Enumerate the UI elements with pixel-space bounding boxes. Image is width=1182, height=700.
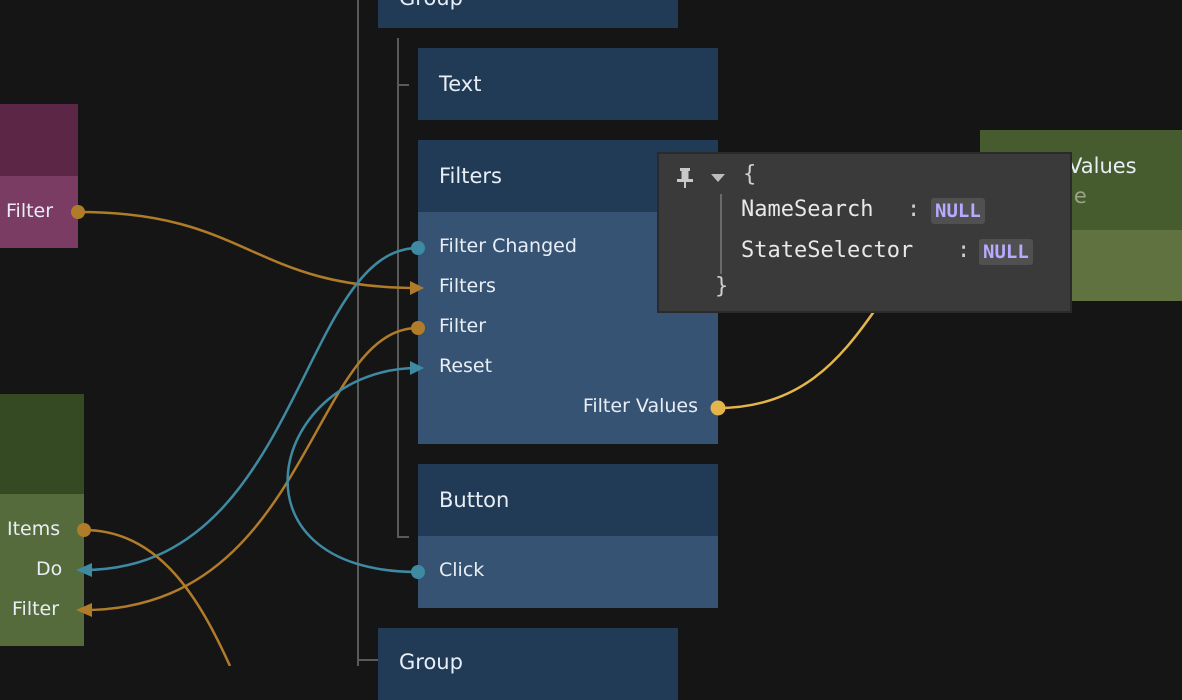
button-node-header: Button: [418, 464, 718, 536]
json-value-namesearch: NULL: [931, 198, 985, 224]
left-green-port-filter-label: Filter: [12, 598, 60, 620]
filters-node[interactable]: Filters Filter Changed Filters Filter Re…: [418, 140, 718, 444]
json-open-brace: {: [743, 162, 757, 187]
port-arrow-reset[interactable]: [410, 361, 424, 375]
button-node-title: Button: [439, 488, 510, 512]
json-value-stateselector: NULL: [979, 239, 1033, 265]
button-node-body: Click: [418, 536, 718, 608]
wire-filter-values-out[interactable]: [717, 309, 877, 410]
filters-port-reset-label: Reset: [439, 355, 493, 377]
value-inspector-popup[interactable]: { NameSearch : NULL StateSelector : NULL…: [657, 152, 1072, 313]
port-dot-filter-values[interactable]: [710, 400, 726, 416]
left-pink-node-body: [0, 176, 78, 248]
filters-port-filter-label: Filter: [439, 315, 487, 337]
wire-filter-to-green-filter[interactable]: [83, 326, 419, 612]
left-pink-port-filter-label: Filter: [6, 200, 54, 222]
json-tree-guide: [720, 194, 722, 274]
port-arrow-do[interactable]: [76, 563, 92, 577]
left-pink-node-header: [0, 104, 78, 176]
right-green-node-subtitle: le: [1068, 184, 1087, 208]
json-colon-stateselector: :: [957, 238, 971, 263]
left-green-node-header: [0, 394, 84, 494]
left-green-port-items-label: Items: [7, 518, 61, 540]
left-green-port-do-label: Do: [36, 558, 63, 580]
group-top-node[interactable]: Group: [378, 0, 678, 28]
filters-port-filter-values-label: Filter Values: [582, 395, 698, 417]
filters-port-filters-label: Filters: [439, 275, 496, 297]
port-dot-items[interactable]: [77, 523, 91, 537]
json-close-brace: }: [715, 274, 729, 299]
hierarchy-tick-button: [397, 536, 409, 538]
wire-filter-changed-to-do[interactable]: [83, 246, 419, 572]
json-key-stateselector: StateSelector: [741, 238, 914, 263]
text-node-title: Text: [439, 72, 482, 96]
port-dot-pink-filter[interactable]: [71, 205, 85, 219]
text-node[interactable]: Text: [418, 48, 718, 120]
wire-click-to-reset[interactable]: [286, 366, 419, 574]
button-port-click-label: Click: [439, 559, 485, 581]
group-top-title: Group: [399, 0, 463, 10]
port-arrow-green-filter[interactable]: [76, 603, 92, 617]
port-dot-filter-changed[interactable]: [411, 241, 425, 255]
wire-pink-filter-to-filters[interactable]: [77, 210, 419, 290]
port-dot-click[interactable]: [411, 565, 425, 579]
json-key-namesearch: NameSearch: [741, 197, 874, 222]
hierarchy-tick-text: [397, 84, 409, 86]
left-green-node[interactable]: Items Do Filter: [0, 394, 84, 646]
pin-icon[interactable]: [672, 165, 698, 191]
left-pink-node[interactable]: Filter: [0, 104, 78, 248]
wire-items-out[interactable]: [83, 528, 232, 666]
port-dot-filter[interactable]: [411, 321, 425, 335]
filters-port-filter-changed-label: Filter Changed: [439, 235, 577, 257]
button-node[interactable]: Button Click: [418, 464, 718, 608]
filters-node-title: Filters: [439, 164, 502, 188]
right-green-node-title: Values: [1068, 154, 1137, 178]
collapse-caret-icon[interactable]: [709, 170, 727, 184]
connection-wires: [71, 205, 877, 666]
json-colon-namesearch: :: [907, 197, 921, 222]
hierarchy-line-outer: [357, 0, 359, 666]
left-green-node-body: [0, 494, 84, 646]
hierarchy-tick-group-bottom: [357, 659, 378, 661]
port-arrow-filters[interactable]: [410, 281, 424, 295]
